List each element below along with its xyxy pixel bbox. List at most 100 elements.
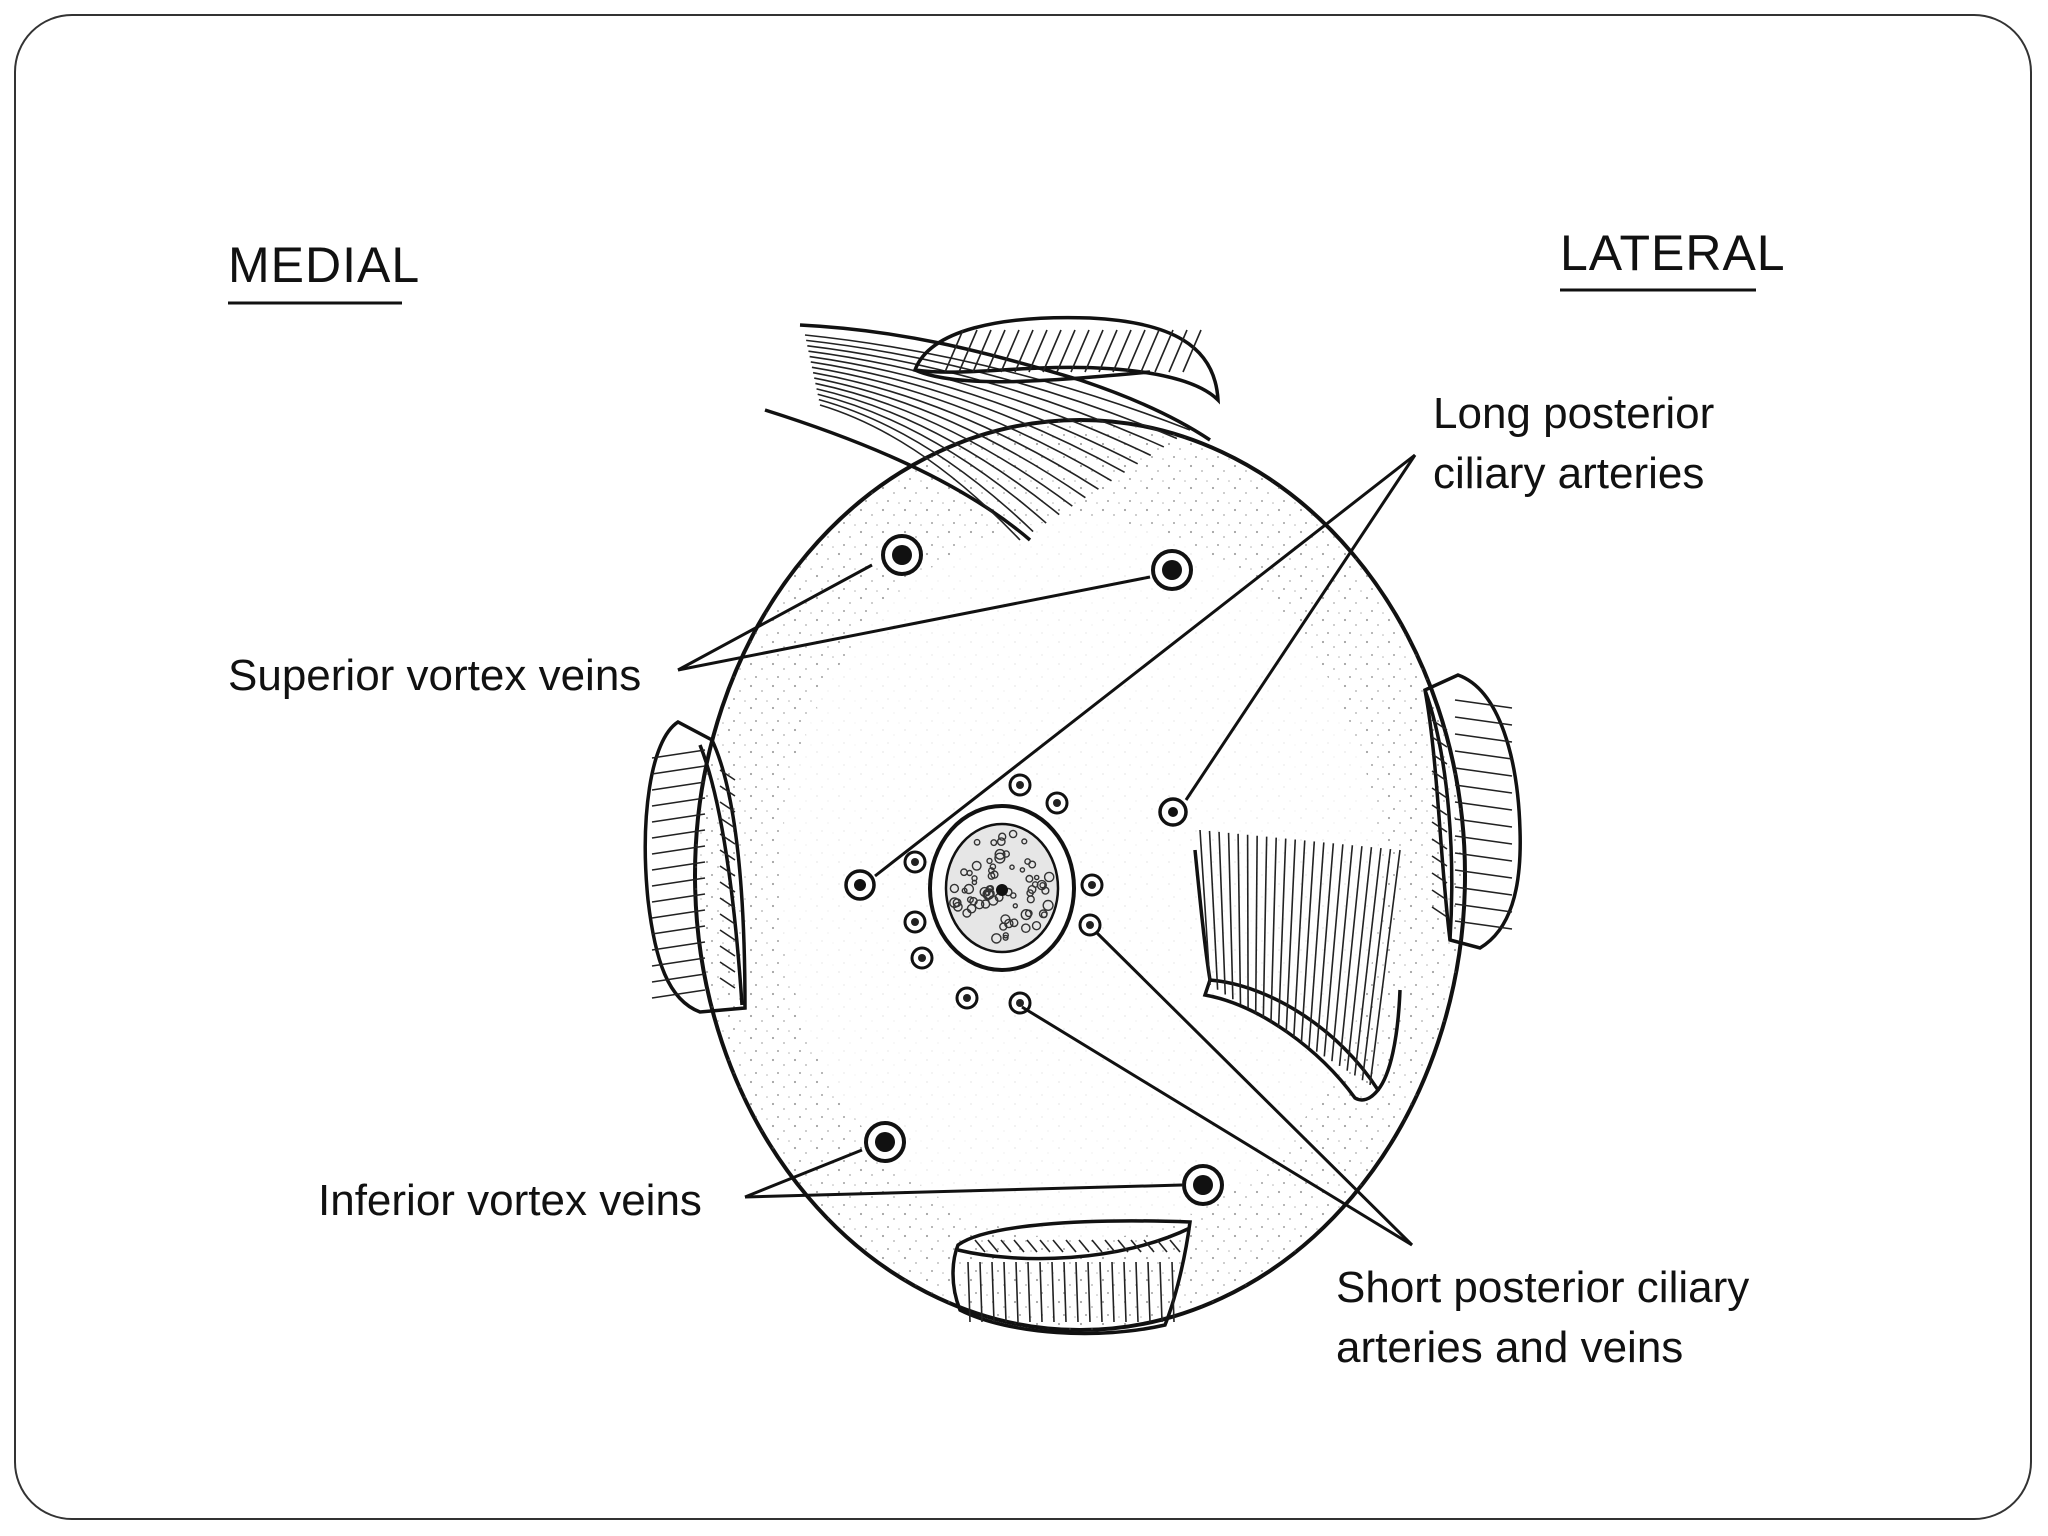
hatch-stroke [719,785,736,797]
hatch-stroke [651,941,706,951]
hatch-stroke [1014,329,1034,373]
leader-inferior-vortex-lateral [744,1183,1183,1199]
hatch-stroke [1039,1239,1051,1253]
optic-nerve-fascicle [1010,892,1017,899]
hatch-stroke [1254,835,1258,1014]
optic-nerve-fascicle [1031,921,1042,931]
hatch-stroke [651,749,706,759]
lateral-label: LATERAL [1560,225,1786,281]
superior-vortex-vein-medial [881,534,923,576]
leader-superior-vortex-lateral [677,575,1151,672]
hatch-stroke [1262,836,1268,1019]
hatch-stroke [719,833,736,845]
short-ciliary-vessel-lumen [1086,921,1094,929]
optic-nerve-fascicle [953,901,963,912]
hatch-stroke [1454,733,1513,743]
hatch-stroke [1075,1261,1079,1323]
short-ciliary-vessel-lumen [963,994,971,1002]
optic-nerve-fascicle [1025,874,1034,883]
hatch-stroke [1130,1239,1142,1253]
hatch-stroke [1454,767,1513,777]
inferior-rectus-stump [951,1219,1192,1336]
hatch-stroke [651,845,706,855]
short-ciliary-vessel-lumen [1088,881,1096,889]
optic-nerve-fascicle [1033,874,1040,881]
hatch-stroke [1454,852,1513,862]
hatch-stroke [1454,920,1513,930]
tendon-fiber [810,361,1126,474]
hatch-stroke [1065,1239,1077,1253]
hatch-stroke [1431,753,1448,765]
hatch-stroke [1315,843,1335,1052]
vortex-veins [864,534,1224,1206]
hatch-stroke [987,1239,999,1253]
hatch-stroke [1431,804,1448,816]
optic-nerve-fascicle [983,888,995,900]
short-ciliary-vessel-lumen [1053,799,1061,807]
superior-vortex-label: Superior vortex veins [228,651,641,700]
hatch-stroke [944,329,964,373]
hatch-stroke [991,1261,995,1323]
hatch-stroke [1431,889,1448,901]
hatch-stroke [1156,1239,1168,1253]
optic-nerve-fascicle [1009,918,1019,928]
optic-nerve-fascicle [991,933,1002,944]
short-ciliary-vessel-lumen [918,954,926,962]
hatch-stroke [967,1261,971,1323]
hatch-stroke [1270,837,1277,1024]
hatch-stroke [1218,831,1227,995]
hatch-stroke [958,329,978,373]
optic-nerve-fascicle [998,832,1007,841]
optic-nerve-fascicle [1021,838,1028,845]
optic-nerve [928,804,1076,972]
hatch-stroke [1277,838,1287,1028]
hatch-stroke [719,961,736,973]
optic-nerve-fascicle [949,883,960,894]
hatch-stroke [651,797,706,807]
inferior-vortex-vein-lateral [1182,1164,1224,1206]
superior-oblique-tendon [764,323,1211,542]
leader-short-ciliary-b [1094,930,1414,1247]
hatch-stroke [1431,855,1448,867]
hatch-stroke [1300,841,1316,1043]
inferior-oblique-insertion [1193,829,1402,1102]
hatch-stroke [1042,329,1062,373]
tendon-fiber [811,366,1112,482]
long-posterior-label-line-2: ciliary arteries [1433,449,1704,498]
hatch-stroke [1087,1261,1091,1323]
medial-label: MEDIAL [228,237,420,293]
lateral-rectus-stump [1423,673,1522,950]
optic-nerve-fascicle [1039,882,1046,889]
leader-short-ciliary-a [1021,1005,1413,1247]
hatch-stroke [719,977,736,989]
hatch-stroke [719,897,736,909]
hatch-stroke [719,945,736,957]
hatch-stroke [1227,832,1234,1000]
hatch-stroke [1168,329,1188,373]
short-posterior-label-line-2: arteries and veins [1336,1323,1683,1372]
optic-nerve-fascicle [1019,867,1026,873]
long-posterior-label-line-1: Long posterior [1433,389,1714,438]
hatch-stroke [651,781,706,791]
hatch-stroke [1454,750,1513,760]
hatch-stroke [972,329,992,373]
hatch-stroke [1111,1261,1115,1323]
hatch-stroke [719,849,736,861]
hatch-stroke [651,989,706,999]
hatch-stroke [719,881,736,893]
orientation-medial: MEDIAL [228,237,420,305]
hatch-stroke [1208,830,1219,990]
hatch-stroke [1346,847,1373,1071]
optic-nerve-fascicle [987,872,996,880]
orientation-lateral: LATERAL [1560,225,1786,292]
leader-lines [677,453,1417,1247]
hatch-stroke [1063,1261,1067,1323]
hatch-stroke [1171,1261,1175,1323]
hatch-stroke [651,813,706,823]
hatch-stroke [1117,1239,1129,1253]
hatch-stroke [1070,329,1090,373]
hatch-stroke [1000,1239,1012,1253]
hatch-stroke [1135,1261,1139,1323]
superior-vortex-vein-lateral [1151,549,1193,591]
tendon-fiber [819,404,1021,541]
